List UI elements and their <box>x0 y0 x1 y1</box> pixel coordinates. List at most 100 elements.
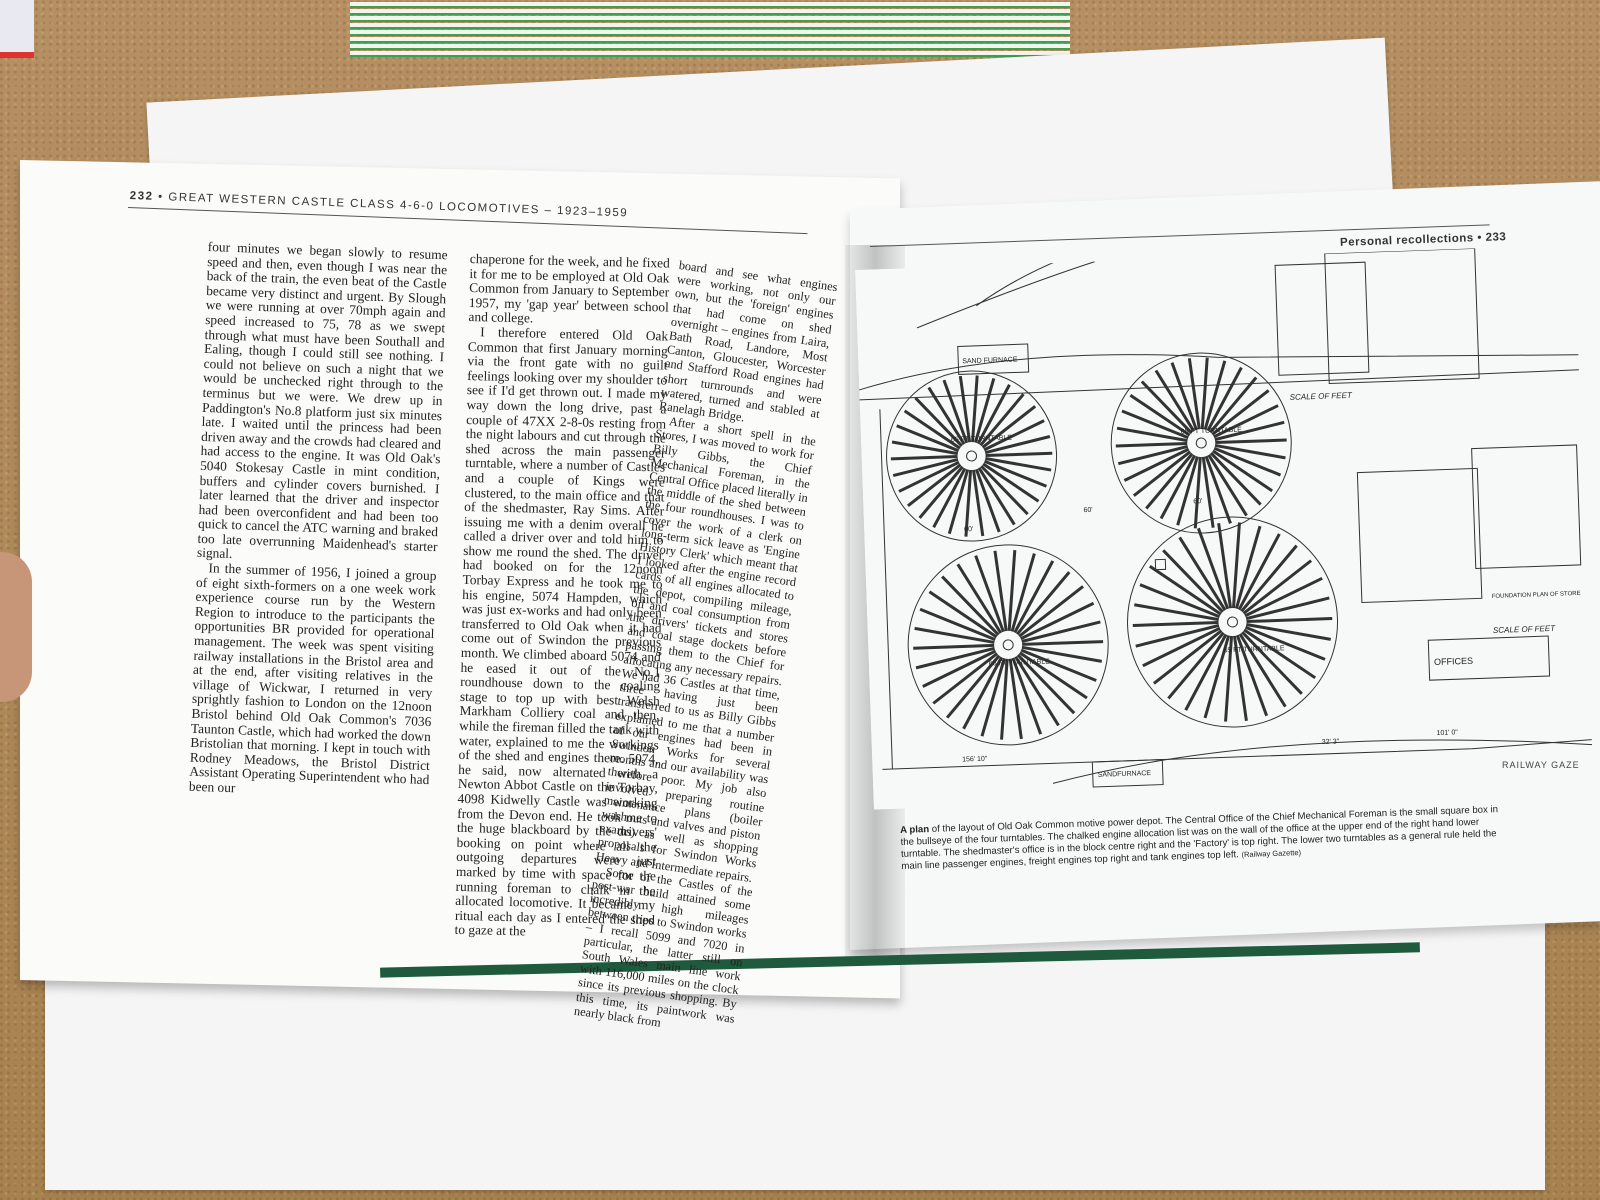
turntable-road <box>1011 657 1043 735</box>
turntable-road <box>1240 544 1298 613</box>
turntable-road <box>1007 550 1017 632</box>
turntable-road <box>1140 380 1193 434</box>
turntable-road <box>915 646 995 670</box>
paragraph: Some of the Castles of the post-war buil… <box>573 864 754 1030</box>
turntable-road <box>919 607 996 642</box>
turntable-road <box>974 555 1005 633</box>
turntable-road <box>1217 523 1233 609</box>
turntable-road <box>1176 456 1199 526</box>
turntable-road <box>1016 571 1071 636</box>
turntable-ring <box>1110 352 1292 534</box>
turntable-road <box>1203 635 1231 719</box>
turntable-road <box>1212 449 1273 493</box>
thumb <box>0 552 32 702</box>
dimension-156: 156' 10" <box>962 756 988 764</box>
turntable-road <box>922 649 997 688</box>
turntable-road <box>1224 635 1234 722</box>
foundation-plan-label: FOUNDATION PLAN OF STORE <box>1492 591 1581 600</box>
turntable-road <box>1207 454 1248 517</box>
turntable-road <box>1010 553 1036 632</box>
turntable-road <box>964 469 973 537</box>
turntable-road <box>1215 438 1287 445</box>
scale-of-feet-label-2: SCALE OF FEET <box>1493 624 1556 635</box>
turntable-road <box>958 375 972 443</box>
turntable-road <box>956 563 1003 634</box>
depot-plan-figure: 65 FT TURNTABLE 65 FT TURNTABLE 65 FT TU… <box>855 244 1594 810</box>
turntable-road <box>1132 621 1219 628</box>
left-head-separator: • <box>157 190 164 204</box>
turntable-road <box>982 462 1040 503</box>
turntable-road <box>971 375 979 443</box>
sand-furnace-top-label: SAND FURNACE <box>962 356 1018 365</box>
turntable-road <box>1243 628 1317 680</box>
side-credit: RAILWAY GAZE <box>1502 760 1580 770</box>
turntable-road <box>985 451 1053 458</box>
turntable-road <box>1116 426 1188 443</box>
turntable-road <box>1162 549 1224 614</box>
turntable-road <box>1246 622 1332 641</box>
turntable-road <box>945 654 1001 719</box>
turntable-road <box>1021 645 1102 663</box>
dimension-60a: 60' <box>964 526 973 533</box>
turntable-road <box>972 469 985 537</box>
turntable-hub <box>966 450 978 462</box>
turntable-road <box>993 550 1008 632</box>
turntable-road <box>1209 376 1258 434</box>
turntable-road <box>896 424 960 453</box>
turntable-label-a: 65 FT TURNTABLE <box>951 435 1013 444</box>
turntable-road <box>1235 634 1269 717</box>
turntable-ring <box>1127 516 1339 728</box>
paragraph: board and see what engines were working,… <box>658 258 839 425</box>
turntable-road <box>1211 389 1270 436</box>
turntable-road <box>1245 596 1330 621</box>
turntable-road <box>1167 631 1225 700</box>
turntable-road <box>980 465 1029 516</box>
stack-of-books <box>350 0 1070 62</box>
turntable-hub <box>1002 639 1014 651</box>
turntable-road <box>1000 658 1009 740</box>
sand-furnace-bottom-label: SANDFURNACE <box>1098 770 1152 779</box>
turntable-road <box>1232 635 1248 722</box>
turntable-road <box>1154 369 1196 432</box>
turntable-road <box>1242 559 1313 615</box>
turntable-road <box>1204 455 1232 524</box>
turntable-road <box>1170 362 1198 431</box>
turntable-road <box>974 468 1001 533</box>
turntable-road <box>1234 525 1262 609</box>
turntable-hub <box>1195 437 1207 449</box>
turntable-road <box>1214 443 1286 460</box>
turntable-road <box>1209 452 1262 506</box>
turntable-road <box>1014 655 1060 727</box>
red-box-corner <box>0 0 34 58</box>
turntable-road <box>1203 360 1227 430</box>
turntable-road <box>1213 446 1282 477</box>
dimension-32: 32' 3" <box>1322 738 1340 746</box>
turntable-road <box>1244 576 1323 618</box>
turntable-road <box>1018 585 1084 638</box>
paragraph: In the summer of 1956, I joined a group … <box>188 560 437 796</box>
turntable-road <box>1206 366 1243 432</box>
turntable-road <box>979 393 1025 447</box>
right-head-separator: • <box>1477 231 1483 245</box>
turntable-road <box>942 379 969 444</box>
turntable-road <box>962 656 1003 730</box>
turntable-road <box>1139 583 1221 619</box>
turntable-road <box>1178 536 1227 611</box>
turntable-road <box>1200 357 1209 430</box>
turntable-road <box>898 460 960 493</box>
turntable-ring <box>907 544 1109 746</box>
offices-label: OFFICES <box>1434 656 1473 667</box>
dimension-60c: 60' <box>1193 498 1202 505</box>
turntable-road <box>1132 450 1192 497</box>
turntable-road <box>1135 623 1220 648</box>
turntable-road <box>914 396 963 448</box>
turntable-road <box>914 626 995 644</box>
turntable-road <box>932 652 999 705</box>
turntable-road <box>892 457 959 478</box>
turntable-road <box>1018 651 1088 700</box>
turntable-road <box>1196 527 1230 610</box>
dimension-101: 101' 0" <box>1436 729 1458 737</box>
turntable-road <box>1115 442 1188 448</box>
paragraph: four minutes we began slowly to resume s… <box>196 239 448 562</box>
